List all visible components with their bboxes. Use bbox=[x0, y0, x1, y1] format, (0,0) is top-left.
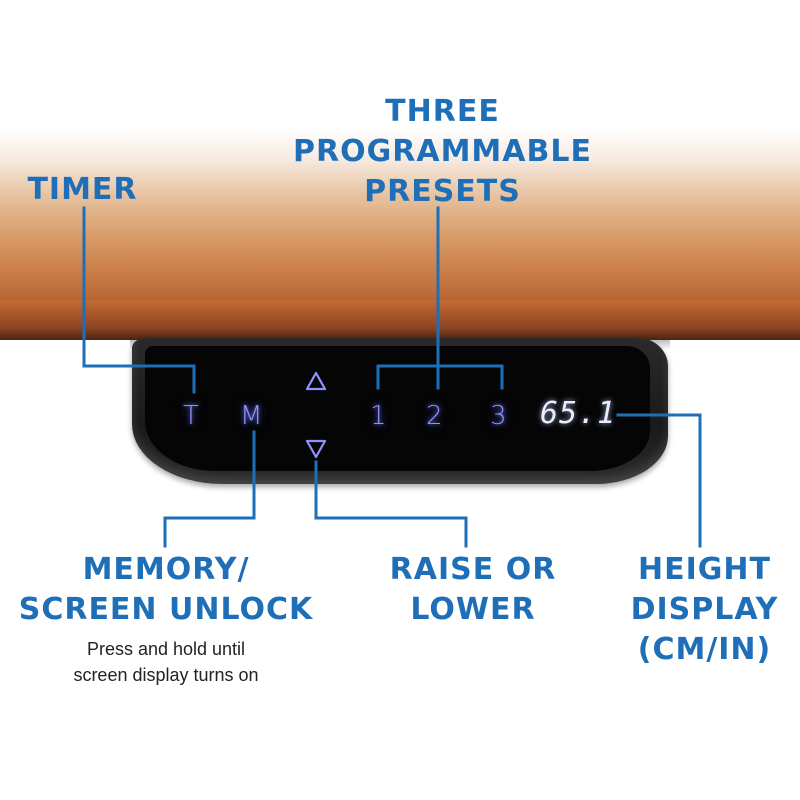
presets-label-line-3: PRESETS bbox=[364, 174, 521, 209]
height-label-line-1: HEIGHT bbox=[638, 552, 771, 587]
memory-label-line-2: SCREEN UNLOCK bbox=[18, 592, 314, 627]
memory-button[interactable]: M bbox=[240, 401, 263, 431]
raise-label-line-1: RAISE OR bbox=[389, 552, 557, 587]
height-label-line-2: DISPLAY bbox=[630, 592, 779, 627]
preset-3-button[interactable]: 3 bbox=[490, 401, 507, 431]
triangle-up-icon bbox=[305, 371, 327, 391]
timer-callout-line bbox=[82, 206, 196, 394]
timer-button[interactable]: T bbox=[183, 401, 199, 431]
presets-label-line-2: PROGRAMMABLE bbox=[293, 134, 592, 169]
memory-label-line-1: MEMORY/ bbox=[82, 552, 250, 587]
triangle-down-icon bbox=[305, 439, 327, 459]
height-readout: 65.1 bbox=[540, 396, 617, 431]
memory-note: Press and hold until screen display turn… bbox=[20, 636, 312, 688]
height-callout-line bbox=[616, 413, 702, 548]
height-display-label: HEIGHT DISPLAY (CM/IN) bbox=[612, 550, 797, 670]
preset-1-button[interactable]: 1 bbox=[370, 401, 387, 431]
height-label-line-3: (CM/IN) bbox=[637, 632, 772, 667]
raise-lower-label: RAISE OR LOWER bbox=[372, 550, 574, 630]
preset-2-button[interactable]: 2 bbox=[426, 401, 443, 431]
presets-bracket-line bbox=[376, 364, 504, 390]
memory-note-line-2: screen display turns on bbox=[73, 665, 259, 685]
presets-label-line-1: THREE bbox=[385, 94, 500, 129]
desk-edge bbox=[0, 300, 800, 340]
memory-note-line-1: Press and hold until bbox=[86, 639, 246, 659]
memory-callout-line bbox=[163, 430, 256, 548]
raise-label-line-2: LOWER bbox=[410, 592, 536, 627]
timer-label: TIMER bbox=[27, 172, 138, 207]
lower-button[interactable] bbox=[304, 438, 328, 460]
presets-label: THREE PROGRAMMABLE PRESETS bbox=[270, 92, 615, 212]
raise-button[interactable] bbox=[304, 370, 328, 392]
memory-label: MEMORY/ SCREEN UNLOCK bbox=[0, 550, 332, 630]
raise-callout-line bbox=[314, 460, 468, 548]
